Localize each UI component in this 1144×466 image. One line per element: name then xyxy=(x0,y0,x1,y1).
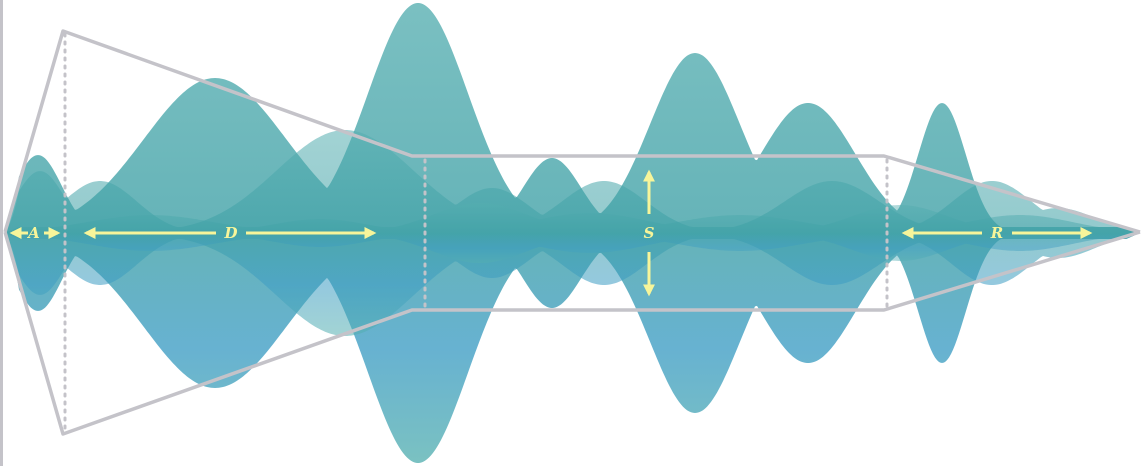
release-annotation: R xyxy=(901,224,1093,242)
left-frame-edge xyxy=(0,0,3,466)
attack-annotation: A xyxy=(9,224,61,242)
waveform-group xyxy=(5,3,1139,463)
envelope-outline-top xyxy=(3,29,1141,234)
sustain-label: S xyxy=(644,224,655,242)
attack-label: A xyxy=(26,224,40,242)
sustain-annotation: S xyxy=(643,169,655,297)
envelope-outline-bottom xyxy=(3,230,1141,436)
waveform-layer-3 xyxy=(5,203,1139,263)
decay-annotation: D xyxy=(83,224,377,242)
decay-label: D xyxy=(223,224,237,242)
release-label: R xyxy=(990,224,1003,242)
